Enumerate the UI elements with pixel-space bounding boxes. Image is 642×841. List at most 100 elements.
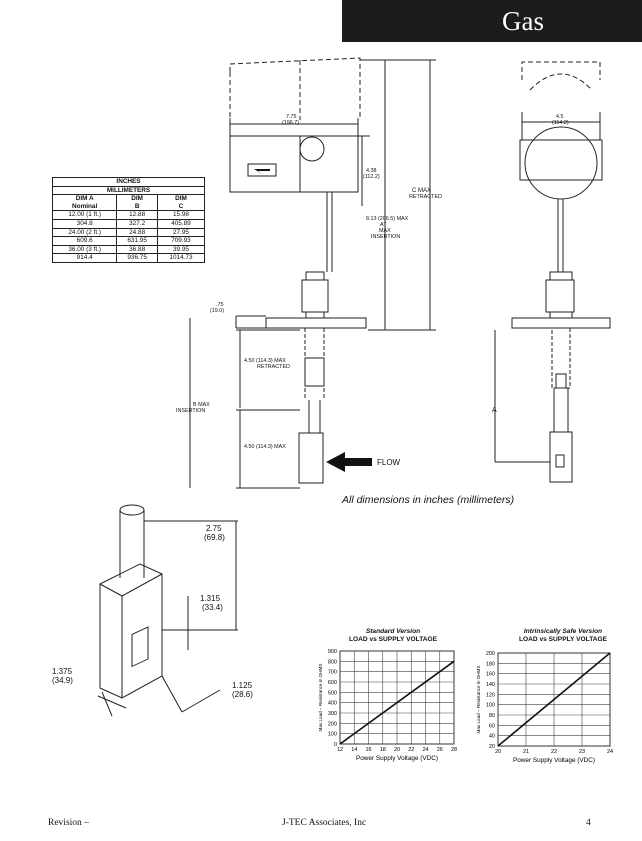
label-retracted-dim-2: RETRACTED <box>257 364 290 370</box>
chart2-y-tick-label: 100 <box>486 703 495 709</box>
sensor-tip-side <box>549 431 573 483</box>
chart1-y-tick-label: 700 <box>328 670 337 676</box>
chart2-y-tick-label: 80 <box>489 713 495 719</box>
section-title: Gas <box>502 6 544 36</box>
housing-side-circle <box>524 126 598 200</box>
label-b-insertion: INSERTION <box>176 408 205 414</box>
chart1-y-tick-label: 400 <box>328 701 337 707</box>
chart2-y-tick-label: 120 <box>486 692 495 698</box>
housing-side <box>519 139 603 181</box>
chart1-title: LOAD vs SUPPLY VOLTAGE <box>348 636 438 643</box>
chart1-y-tick-label: 900 <box>328 649 337 655</box>
chart1-title-block: Standard Version LOAD vs SUPPLY VOLTAGE <box>318 628 468 644</box>
chart2-y-tick-label: 140 <box>486 682 495 688</box>
chart1-y-tick-label: 0 <box>334 742 337 748</box>
chart2-y-axis-label: Max Load – Resistance in OHMS <box>476 666 481 734</box>
section-tab: Gas <box>342 0 642 42</box>
chart2-x-tick-label: 22 <box>551 749 557 755</box>
label-sensor-d3-mm: (34.9) <box>52 676 73 685</box>
chart1-x-tick-label: 26 <box>437 747 443 753</box>
label-sensor-d1: 2.75 <box>206 524 222 533</box>
chart2-y-tick-label: 20 <box>489 744 495 750</box>
label-max-insertion-1: 8.13 (206.5) MAX <box>366 216 409 222</box>
chart1-x-tick-label: 18 <box>380 747 386 753</box>
sensor-isometric <box>97 504 238 717</box>
chart1-y-tick-label: 800 <box>328 659 337 665</box>
label-sensor-d4-mm: (28.6) <box>232 690 253 699</box>
label-side-width: 4.5 <box>556 114 564 120</box>
chart1-y-tick-label: 600 <box>328 680 337 686</box>
chart2-x-tick-label: 21 <box>523 749 529 755</box>
label-max-insertion-2: AT <box>380 222 387 228</box>
chart2-subtitle: Intrinsically Safe Version <box>523 628 603 635</box>
label-retracted: RETRACTED <box>409 194 442 200</box>
flange-side <box>511 317 611 329</box>
label-a: A <box>492 407 497 414</box>
label-flange: .75 <box>216 302 224 308</box>
chart2-y-tick-label: 180 <box>486 661 495 667</box>
chart1-x-tick-label: 20 <box>394 747 400 753</box>
label-sensor-d3: 1.375 <box>52 667 73 676</box>
label-width-top: 7.75 <box>286 114 297 120</box>
chart1-subtitle: Standard Version <box>365 628 421 635</box>
chart2-title-block: Intrinsically Safe Version LOAD vs SUPPL… <box>488 628 638 644</box>
chart1-y-tick-label: 100 <box>328 732 337 738</box>
dimension-caption: All dimensions in inches (millimeters) <box>342 494 515 506</box>
chart2-x-axis-label: Power Supply Voltage (VDC) <box>513 757 595 764</box>
label-max-insertion-3: MAX <box>379 228 391 234</box>
flow-arrow-icon <box>326 452 372 472</box>
label-max-insertion-4: INSERTION <box>371 234 400 240</box>
nameplate <box>247 163 277 177</box>
chart2-x-tick-label: 23 <box>579 749 585 755</box>
label-retracted-dim-1: 4.50 (114.3) MAX <box>244 358 286 364</box>
chart1-x-tick-label: 16 <box>365 747 371 753</box>
footer-page-number: 4 <box>586 818 591 828</box>
conduit-port <box>299 136 325 162</box>
label-tip: 4.50 (114.3) MAX <box>244 444 286 450</box>
label-width-top-mm: (196.7) <box>282 120 299 126</box>
sensor-tip <box>298 432 324 484</box>
label-sensor-d1-mm: (69.8) <box>204 533 225 542</box>
label-sensor-d2: 1.315 <box>200 594 221 603</box>
flange <box>265 317 367 329</box>
label-height-head-mm: (112.2) <box>363 174 380 180</box>
chart2-y-tick-label: 60 <box>489 723 495 729</box>
chart1-y-tick-label: 500 <box>328 690 337 696</box>
footer-revision: Revision – <box>48 818 89 828</box>
chart2-title: LOAD vs SUPPLY VOLTAGE <box>518 636 608 643</box>
chart2-y-tick-label: 160 <box>486 672 495 678</box>
housing-front <box>229 135 359 193</box>
chart2-series-line <box>497 652 611 747</box>
chart1-y-tick-label: 200 <box>328 721 337 727</box>
chart1-x-tick-label: 24 <box>422 747 428 753</box>
chart1-x-tick-label: 28 <box>451 747 457 753</box>
label-c-max: C MAX <box>412 188 431 194</box>
label-sensor-d2-mm: (33.4) <box>202 603 223 612</box>
chart1-x-tick-label: 14 <box>351 747 357 753</box>
chart1-x-tick-label: 12 <box>337 747 343 753</box>
chart1-x-axis-label: Power Supply Voltage (VDC) <box>356 755 438 762</box>
label-flange-mm: (19.0) <box>210 308 224 314</box>
footer-company: J-TEC Associates, Inc <box>282 818 367 828</box>
chart2-x-tick-label: 24 <box>607 749 613 755</box>
label-side-width-mm: (114.2) <box>552 120 569 126</box>
chart2-y-tick-label: 40 <box>489 734 495 740</box>
chart1-x-tick-label: 22 <box>408 747 414 753</box>
label-b-max: B MAX <box>193 402 210 408</box>
chart1-y-axis-label: Max Load – Resistance in OHMS <box>318 664 323 732</box>
chart1-series-line <box>339 660 455 745</box>
label-flow: FLOW <box>377 458 401 467</box>
chart2-x-tick-label: 20 <box>495 749 501 755</box>
phantom-outline <box>229 57 361 120</box>
label-sensor-d4: 1.125 <box>232 681 253 690</box>
label-height-head: 4.38 <box>366 168 377 174</box>
